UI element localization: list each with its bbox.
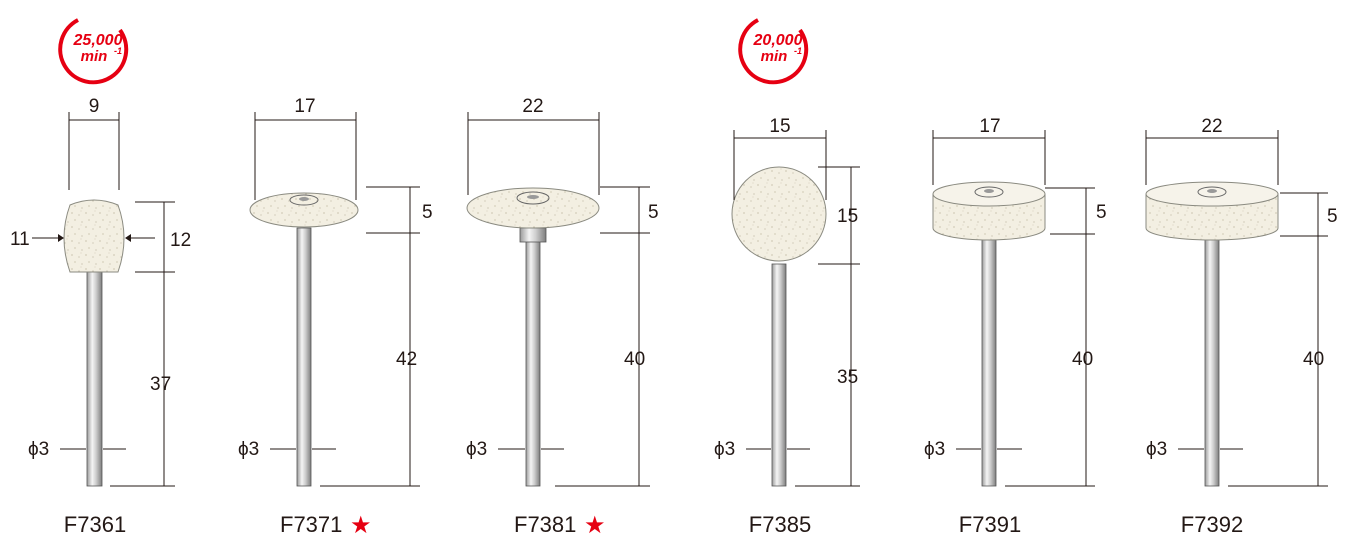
dim-length: 40: [1072, 349, 1093, 370]
shaft: [1204, 237, 1220, 487]
speed-badge-20000: 20,000 min -1: [738, 18, 809, 85]
star-icon: ★: [350, 512, 372, 539]
felt-head-icon: [932, 193, 1046, 241]
dim-width: 17: [294, 96, 315, 117]
dim-width: 15: [769, 116, 790, 137]
product-f7392: 22 5 40 ϕ3 F7392: [1145, 116, 1338, 537]
felt-head-icon: [63, 199, 125, 273]
dim-height: 5: [1096, 202, 1107, 223]
model-label: F7392: [1181, 512, 1243, 537]
dim-shaft: ϕ3: [238, 439, 259, 460]
dim-shaft: ϕ3: [466, 439, 487, 460]
felt-head-icon: [249, 192, 359, 228]
dim-width: 22: [1201, 116, 1222, 137]
dim-height: 5: [422, 202, 433, 223]
dim-length: 40: [1303, 349, 1324, 370]
dim-length: 40: [624, 349, 645, 370]
dim-height: 5: [1327, 206, 1338, 227]
model-label: F7371: [280, 512, 342, 537]
dim-width: 9: [89, 96, 100, 117]
badge-unit: min: [761, 48, 788, 65]
felt-head-icon: [466, 187, 600, 229]
shaft: [296, 227, 312, 487]
felt-head-icon: [731, 166, 827, 262]
dim-height: 15: [837, 206, 858, 227]
speed-badge-25000: 25,000 min -1: [58, 18, 129, 85]
model-label: F7361: [64, 512, 126, 537]
dim-side: 11: [10, 229, 30, 250]
product-f7361: 9 11 12 37 ϕ3 F7361: [10, 96, 191, 537]
dim-shaft: ϕ3: [924, 439, 945, 460]
model-label: F7391: [959, 512, 1021, 537]
shaft: [981, 237, 997, 487]
badge-speed: 25,000: [73, 32, 123, 49]
collar: [519, 227, 547, 243]
badge-unit: min: [81, 48, 108, 65]
badge-speed: 20,000: [753, 32, 803, 49]
product-f7391: 17 5 40 ϕ3 F7391: [924, 116, 1107, 537]
star-icon: ★: [584, 512, 606, 539]
dim-height: 5: [648, 202, 659, 223]
model-label: F7385: [749, 512, 811, 537]
dim-shaft: ϕ3: [28, 439, 49, 460]
shaft: [525, 239, 541, 487]
dim-shaft: ϕ3: [1146, 439, 1167, 460]
product-f7381: 22 5 40 ϕ3 F7381 ★: [466, 96, 659, 539]
dim-height: 12: [170, 230, 191, 251]
shaft: [86, 269, 103, 487]
badge-unit-exp: -1: [114, 46, 122, 56]
dim-length: 42: [396, 349, 417, 370]
shaft: [771, 263, 787, 487]
badge-ring-icon: [58, 18, 129, 85]
product-f7371: 17 5 42 ϕ3 F7371 ★: [238, 96, 433, 539]
badge-ring-icon: [738, 18, 809, 85]
dim-length: 37: [150, 374, 171, 395]
felt-head-icon: [1145, 193, 1279, 241]
dim-width: 17: [979, 116, 1000, 137]
dim-length: 35: [837, 367, 858, 388]
dim-width: 22: [522, 96, 543, 117]
dim-shaft: ϕ3: [714, 439, 735, 460]
model-label: F7381: [514, 512, 576, 537]
badge-unit-exp: -1: [794, 46, 802, 56]
product-f7385: 15 15 35 ϕ3 F7385: [714, 116, 860, 537]
